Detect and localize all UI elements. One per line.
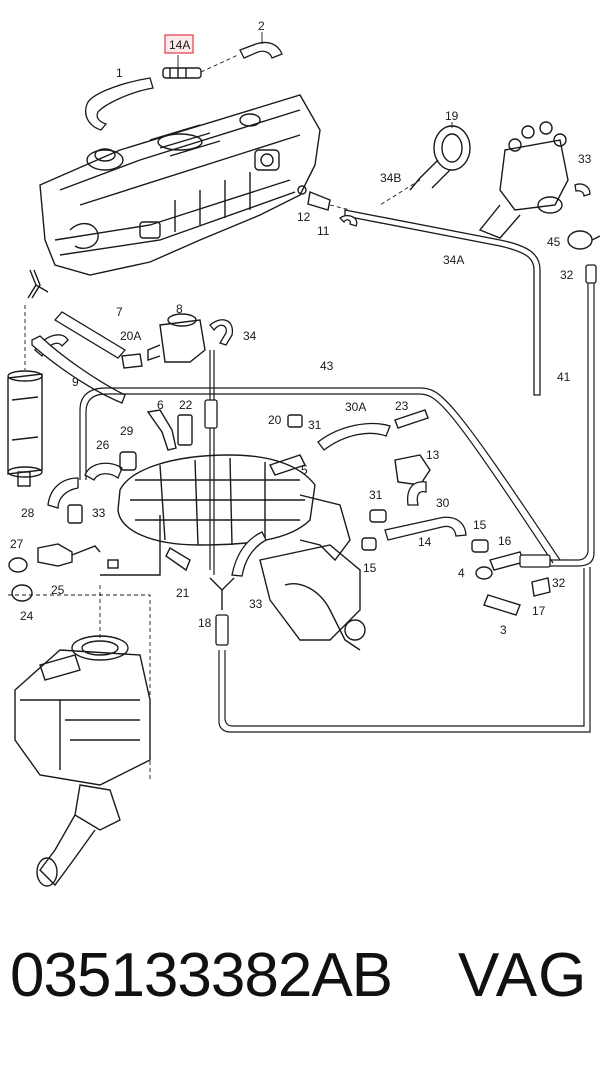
elbow-part-2: [239, 41, 283, 59]
line-41: [548, 283, 595, 567]
callout-43: 43: [320, 359, 334, 373]
hose-part-1: [85, 77, 154, 131]
line-43: [79, 387, 561, 564]
hose-part-9: [31, 335, 126, 404]
callout-28: 28: [21, 506, 35, 520]
callout-3: 3: [500, 623, 507, 637]
part-number: 035133382AB: [10, 941, 393, 1010]
callout-15-top: 15: [473, 518, 487, 532]
part-45: [567, 230, 600, 250]
callout-25: 25: [51, 583, 65, 597]
callout-17: 17: [532, 604, 546, 618]
callout-18: 18: [198, 616, 212, 630]
callout-9: 9: [72, 375, 79, 389]
callout-15-bottom: 15: [363, 561, 377, 575]
callout-22: 22: [179, 398, 193, 412]
hose-part-26: [84, 462, 123, 481]
hose-part-28: [47, 477, 79, 509]
intake-manifold: [117, 454, 366, 651]
callout-31-mid: 31: [369, 488, 383, 502]
callout-24: 24: [20, 609, 34, 623]
callout-30a: 30A: [345, 400, 366, 414]
hose-part-30: [406, 481, 427, 506]
callout-7: 7: [116, 305, 123, 319]
callout-2: 2: [258, 19, 265, 33]
callout-31-top: 31: [308, 418, 322, 432]
callout-13: 13: [426, 448, 440, 462]
parts-25-27-24: [8, 543, 119, 602]
callout-5: 5: [301, 463, 308, 477]
callout-33-left: 33: [92, 506, 106, 520]
parts-6-22: [146, 409, 193, 451]
valve-part-13: [394, 454, 431, 486]
callout-12: 12: [297, 210, 311, 224]
hose-part-33: [231, 531, 267, 577]
valve-part-8: [147, 313, 206, 363]
part-14a-connector: [162, 67, 202, 79]
callout-19: 19: [445, 109, 459, 123]
callout-34a: 34A: [443, 253, 464, 267]
hose-part-32: [519, 554, 551, 568]
callout-34b: 34B: [380, 171, 401, 185]
hose-part-33-top: [574, 183, 591, 197]
y-fitting-top-left: [27, 269, 49, 299]
brand-name: VAG: [458, 941, 588, 1010]
hose-part-7: [53, 311, 127, 359]
cylinder-head-drawing: [39, 94, 321, 276]
callout-11: 11: [317, 224, 330, 238]
part-3: [483, 594, 521, 616]
callout-29: 29: [120, 424, 134, 438]
hose-part-32-top: [585, 264, 597, 284]
hose-part-30a: [317, 422, 391, 451]
parts-11-12: [297, 185, 331, 211]
hose-part-34: [209, 319, 234, 346]
highlight-box-14a: [164, 34, 194, 54]
callout-33-top: 33: [578, 152, 592, 166]
callout-20a: 20A: [120, 329, 141, 343]
callout-27: 27: [10, 537, 24, 551]
callout-34: 34: [243, 329, 257, 343]
part-5-and-20: [269, 414, 306, 476]
callout-20: 20: [268, 413, 282, 427]
callout-14: 14: [418, 535, 432, 549]
distributor-drawing: [478, 121, 569, 239]
callout-32-top: 32: [560, 268, 574, 282]
callout-23: 23: [395, 399, 409, 413]
part-17: [531, 577, 551, 597]
hose-part-14: [384, 516, 467, 541]
filter-canister: [7, 370, 43, 487]
callout-6: 6: [157, 398, 164, 412]
callout-14a: 14A: [169, 38, 190, 52]
callout-4: 4: [458, 566, 465, 580]
callout-21: 21: [176, 586, 190, 600]
callout-1: 1: [116, 66, 123, 80]
callout-33-bottom: 33: [249, 597, 263, 611]
throttle-body-assembly: [14, 635, 151, 887]
callout-30: 30: [436, 496, 450, 510]
part-21: [165, 547, 191, 572]
callout-26: 26: [96, 438, 110, 452]
part-31: [361, 509, 387, 551]
parts-exploded-diagram: 14A 1 2 19 33 34B 12 11 34A 45 32 7 8 20…: [7, 19, 600, 887]
y-fitting-part-18: [209, 577, 235, 610]
line-34a: [344, 209, 541, 396]
callout-32-bottom: 32: [552, 576, 566, 590]
callout-16: 16: [498, 534, 512, 548]
callout-8: 8: [176, 302, 183, 316]
callout-45: 45: [547, 235, 561, 249]
callout-41: 41: [557, 370, 571, 384]
